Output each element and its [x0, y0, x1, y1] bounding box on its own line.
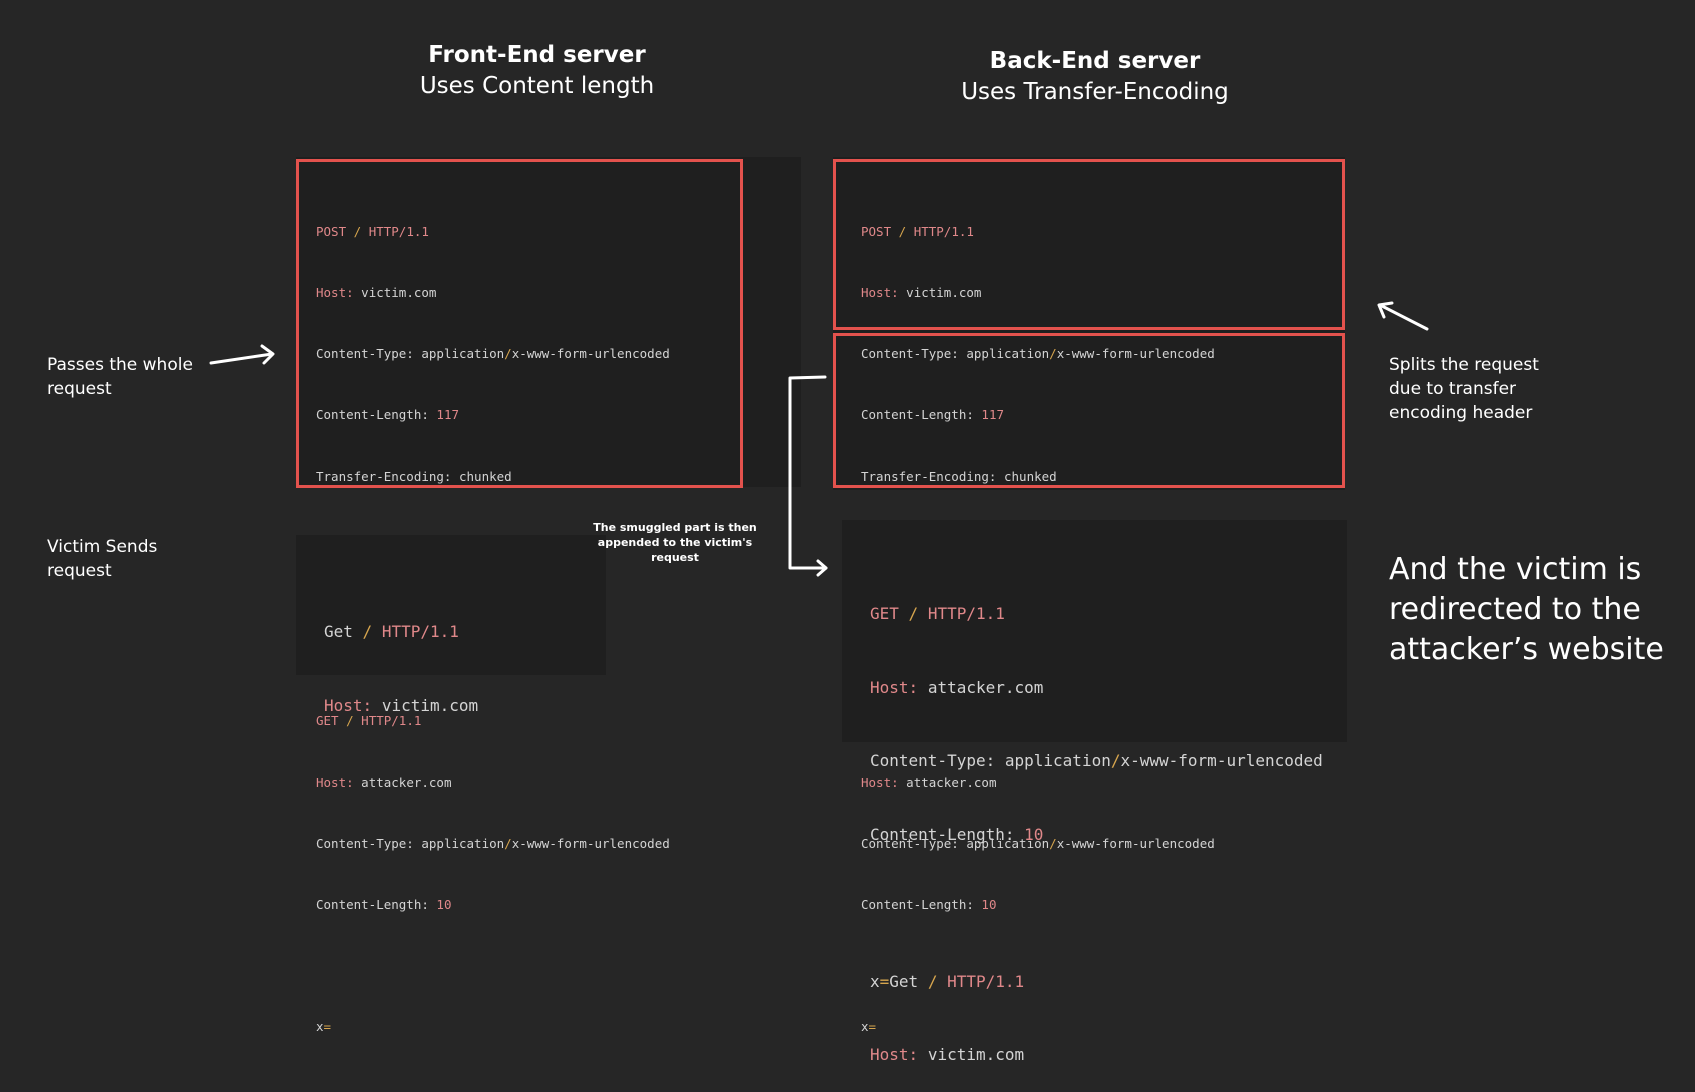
- combined-x-eq: =: [879, 971, 890, 991]
- fe-smuggled-method: GET: [316, 713, 339, 729]
- fe-smuggled-host-key: Host:: [316, 774, 354, 790]
- fe-protocol: HTTP/1.1: [368, 223, 429, 239]
- combined-x-protocol: HTTP/1.1: [947, 971, 1025, 991]
- splits-arrow: [1377, 301, 1429, 331]
- be-te-val: chunked: [1004, 468, 1057, 484]
- be-clen-key: Content-Length:: [861, 407, 974, 423]
- front-end-title: Front-End server Uses Content length: [352, 40, 722, 102]
- fe-x-key: x: [316, 1019, 324, 1035]
- be-smuggled-host-val: attacker.com: [906, 774, 997, 790]
- be-ctype-app: application: [966, 346, 1050, 362]
- front-end-title-text: Front-End server: [428, 42, 646, 68]
- fe-host-key: Host:: [316, 285, 354, 301]
- combined-x-get: Get: [889, 971, 919, 991]
- splits-line-2: due to transfer: [1389, 379, 1517, 399]
- front-end-frame: [296, 159, 743, 488]
- fe-host-val: victim.com: [361, 285, 437, 301]
- fe-smuggled-clen-key: Content-Length:: [316, 897, 429, 913]
- fe-smuggled-host-val: attacker.com: [361, 774, 452, 790]
- combined-clen-val: 10: [1024, 824, 1044, 844]
- passes-label: Passes the whole request: [47, 353, 193, 401]
- back-end-first-frame: [833, 159, 1345, 330]
- combined-host-val: attacker.com: [927, 677, 1044, 697]
- outcome-line-1: And the victim is: [1389, 552, 1642, 587]
- fe-slash: /: [353, 223, 362, 239]
- fe-x-eq: =: [323, 1019, 332, 1035]
- combined-x-key: x: [870, 971, 880, 991]
- outcome-line-2: redirected to the: [1389, 592, 1641, 627]
- outcome-line-3: attacker’s website: [1389, 632, 1664, 667]
- combined-protocol: HTTP/1.1: [927, 604, 1005, 623]
- fe-ctype-slash: /: [504, 346, 512, 362]
- fe-ctype-rest: x-www-form-urlencoded: [511, 346, 670, 362]
- victim-sends-line-2: request: [47, 561, 112, 581]
- victim-host-key: Host:: [324, 695, 373, 715]
- be-ctype-key: Content-Type:: [861, 346, 959, 362]
- back-end-second-frame: [833, 333, 1345, 488]
- front-end-code-block: POST / HTTP/1.1 Host: victim.com Content…: [296, 157, 801, 1034]
- be-host-val: victim.com: [906, 285, 982, 301]
- combined-slash: /: [908, 604, 919, 623]
- fe-smuggled-ctype-slash: /: [504, 835, 512, 851]
- splits-label: Splits the request due to transfer encod…: [1389, 353, 1539, 425]
- victim-host-val: victim.com: [381, 695, 479, 715]
- combined-host-key: Host:: [870, 677, 919, 697]
- victim-sends-line-1: Victim Sends: [47, 537, 158, 557]
- smuggled-note-line-1: The smuggled part is then: [593, 521, 757, 534]
- be-x-key: x: [861, 1019, 869, 1035]
- fe-te-key: Transfer-Encoding:: [316, 468, 452, 484]
- victim-request-block: Get / HTTP/1.1 Host: victim.com: [296, 535, 606, 715]
- fe-method: POST: [316, 223, 347, 239]
- combined-clen-key: Content-Length:: [870, 824, 1015, 844]
- passes-label-line-2: request: [47, 379, 112, 399]
- arrows-layer: [209, 301, 1429, 577]
- fe-smuggled-protocol: HTTP/1.1: [361, 713, 422, 729]
- splits-line-1: Splits the request: [1389, 355, 1539, 375]
- victim-method: Get: [324, 622, 353, 641]
- back-end-title-text: Back-End server: [989, 48, 1201, 74]
- be-te-key: Transfer-Encoding:: [861, 468, 997, 484]
- be-host-key: Host:: [861, 285, 899, 301]
- fe-smuggled-clen-val: 10: [436, 897, 452, 913]
- back-end-title: Back-End server Uses Transfer-Encoding: [900, 46, 1290, 108]
- smuggled-note: The smuggled part is then appended to th…: [580, 520, 770, 565]
- combined-x-slash: /: [927, 971, 938, 991]
- smuggled-connector-arrow: [788, 375, 828, 577]
- combined-method: GET: [870, 604, 899, 623]
- passes-arrow: [209, 344, 275, 365]
- fe-smuggled-ctype-rest: x-www-form-urlencoded: [511, 835, 670, 851]
- fe-clen-val: 117: [436, 407, 459, 423]
- be-ctype-slash: /: [1049, 346, 1057, 362]
- fe-smuggled-ctype-key: Content-Type:: [316, 835, 414, 851]
- be-ctype-rest: x-www-form-urlencoded: [1056, 346, 1215, 362]
- be-clen-val: 117: [981, 407, 1004, 423]
- fe-smuggled-slash: /: [346, 713, 354, 729]
- fe-te-val: chunked: [459, 468, 512, 484]
- fe-ctype-app: application: [421, 346, 505, 362]
- victim-sends-label: Victim Sends request: [47, 535, 157, 583]
- smuggled-note-line-2: appended to the victim's request: [597, 536, 753, 564]
- be-method: POST: [861, 223, 892, 239]
- victim-slash: /: [362, 622, 373, 641]
- victim-protocol: HTTP/1.1: [381, 622, 459, 641]
- front-end-subtitle: Uses Content length: [419, 73, 655, 99]
- outcome-text: And the victim is redirected to the atta…: [1389, 550, 1664, 670]
- combined-host2-key: Host:: [870, 1045, 919, 1064]
- combined-host2-val: victim.com: [927, 1045, 1025, 1064]
- fe-ctype-key: Content-Type:: [316, 346, 414, 362]
- be-protocol: HTTP/1.1: [913, 223, 974, 239]
- be-smuggled-host-key: Host:: [861, 774, 899, 790]
- be-x-eq: =: [868, 1019, 877, 1035]
- be-slash: /: [898, 223, 907, 239]
- passes-label-line-1: Passes the whole: [47, 355, 193, 375]
- splits-line-3: encoding header: [1389, 403, 1533, 423]
- fe-smuggled-ctype-app: application: [421, 835, 505, 851]
- fe-clen-key: Content-Length:: [316, 407, 429, 423]
- back-end-subtitle: Uses Transfer-Encoding: [961, 79, 1229, 105]
